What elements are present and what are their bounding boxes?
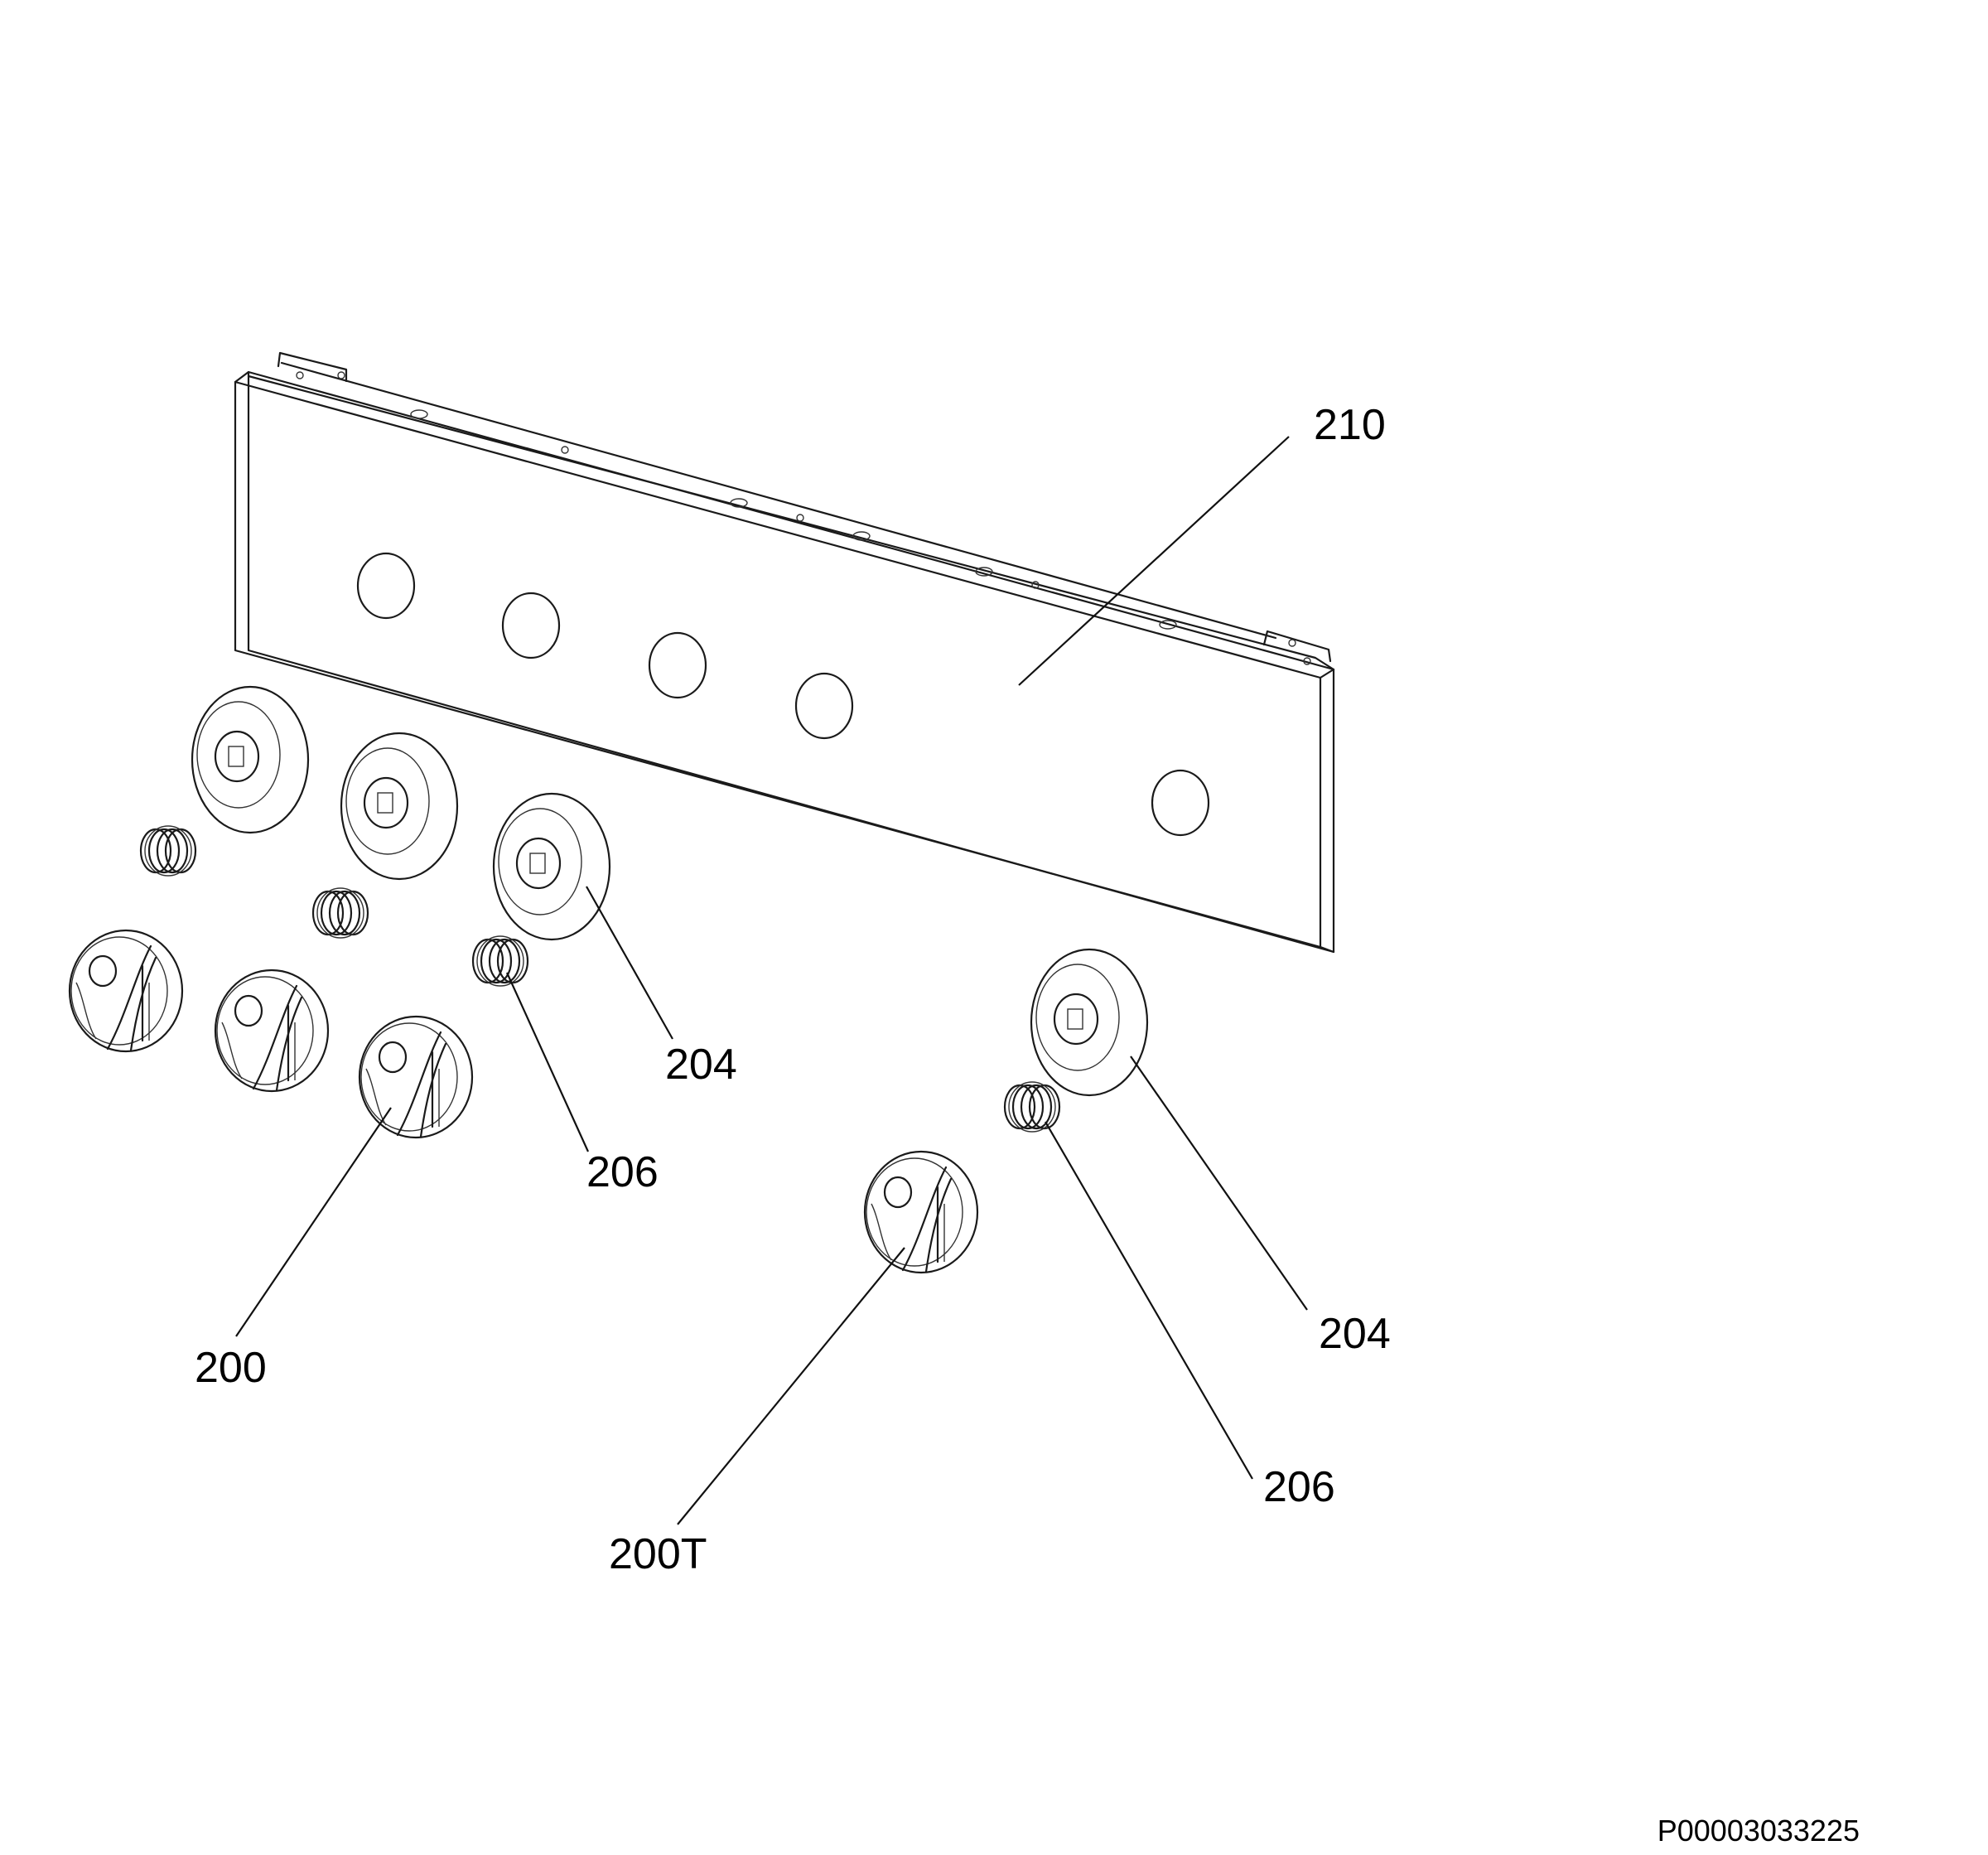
callout-204-a: 204 bbox=[665, 1041, 737, 1089]
leader-206-a bbox=[505, 972, 590, 1152]
callout-206-b: 206 bbox=[1263, 1463, 1335, 1511]
leader-204-a bbox=[586, 886, 673, 1040]
leader-200 bbox=[235, 1107, 392, 1337]
callout-200: 200 bbox=[195, 1344, 267, 1392]
knob-spring-2 bbox=[311, 886, 369, 940]
callout-206-a: 206 bbox=[586, 1148, 659, 1196]
leader-206-b bbox=[1045, 1121, 1253, 1480]
leader-204-b bbox=[1130, 1056, 1308, 1311]
knob-spring-4 bbox=[1003, 1080, 1061, 1133]
leader-210 bbox=[1018, 436, 1290, 686]
leader-lines bbox=[235, 436, 1308, 1525]
knob-bezel-2 bbox=[340, 732, 459, 881]
control-knob-3 bbox=[358, 1015, 474, 1139]
knob-spring-1 bbox=[139, 824, 197, 877]
knob-bezel-1 bbox=[191, 685, 310, 834]
knob-spring-3 bbox=[471, 935, 529, 988]
callout-204-b: 204 bbox=[1319, 1310, 1391, 1358]
callout-210: 210 bbox=[1314, 401, 1386, 449]
leader-200T bbox=[677, 1247, 905, 1525]
control-panel-210 bbox=[234, 351, 1335, 954]
control-knob-1 bbox=[68, 929, 184, 1053]
callout-200T: 200T bbox=[609, 1530, 707, 1578]
control-knob-2 bbox=[214, 969, 330, 1093]
knob-bezel-3 bbox=[492, 792, 611, 941]
drawing-code: P00003033225 bbox=[1657, 1814, 1860, 1848]
knob-bezel-4 bbox=[1030, 948, 1149, 1097]
control-knob-timer bbox=[863, 1150, 979, 1274]
